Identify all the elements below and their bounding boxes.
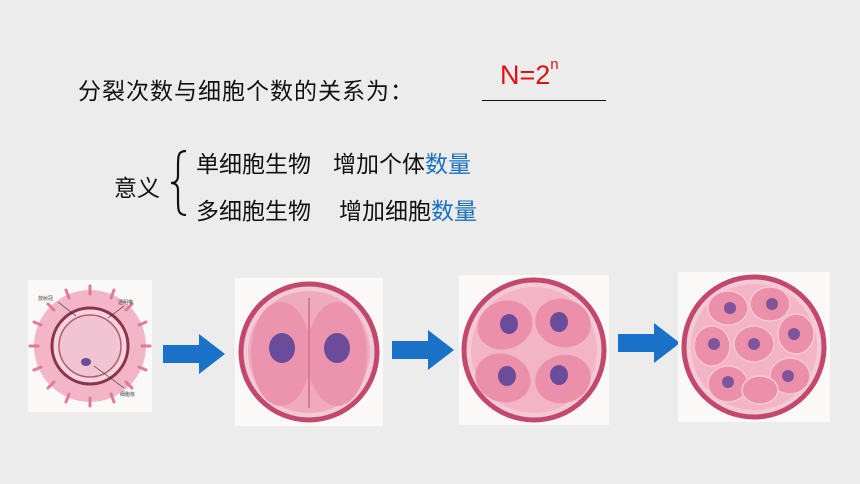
relation-question: 分裂次数与细胞个数的关系为：	[78, 79, 414, 105]
right-arrow-icon	[163, 334, 225, 374]
meaning-line-unicellular: 单细胞生物增加个体数量	[196, 145, 471, 179]
right-arrow-icon	[392, 330, 454, 370]
answer-formula: N=2n	[500, 56, 559, 91]
four-cell-stage-image	[459, 275, 609, 425]
svg-text:细胞核: 细胞核	[120, 391, 135, 398]
svg-text:放射冠: 放射冠	[38, 295, 53, 302]
curly-brace-icon	[170, 149, 187, 217]
subject-text: 多细胞生物	[196, 199, 311, 225]
answer-blank-line	[482, 100, 606, 101]
meaning-label: 意义	[114, 176, 160, 202]
eight-cell-stage-image	[678, 272, 830, 422]
answer-exponent: n	[550, 56, 559, 73]
right-arrow-icon	[618, 323, 680, 363]
two-cell-stage-image	[235, 278, 383, 426]
effect-text: 增加细胞	[339, 199, 431, 225]
svg-text:透明带: 透明带	[118, 299, 133, 306]
meaning-line-multicellular: 多细胞生物 增加细胞数量	[196, 192, 477, 226]
subject-text: 单细胞生物	[196, 152, 311, 178]
effect-highlight: 数量	[425, 152, 471, 178]
effect-text: 增加个体	[333, 152, 425, 178]
fertilized-egg-image: 放射冠 透明带 细胞核	[28, 280, 152, 412]
answer-base: N=2	[500, 60, 551, 90]
effect-highlight: 数量	[431, 199, 477, 225]
